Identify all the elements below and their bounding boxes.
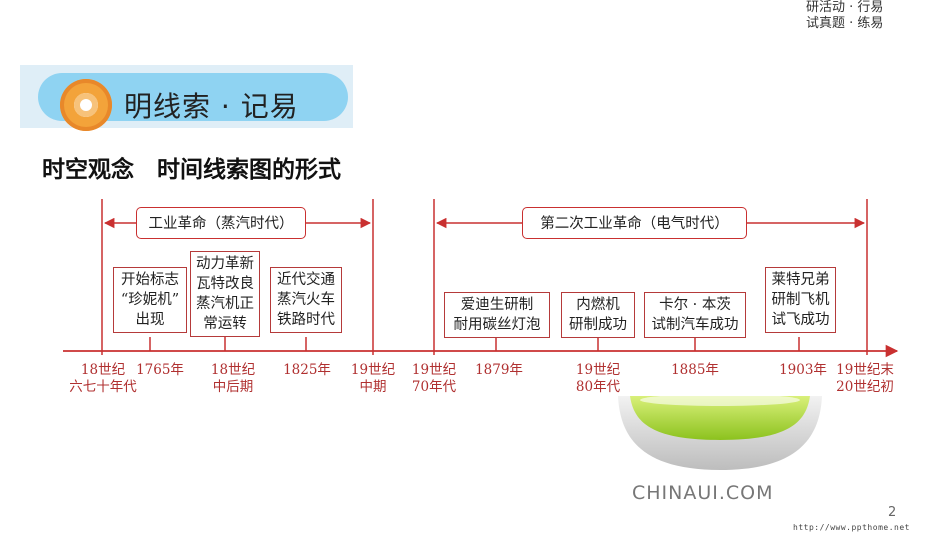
tick-label: 1903年 xyxy=(779,362,827,378)
event-box: 开始标志“珍妮机”出现 xyxy=(113,267,187,333)
tick-label: 1825年 xyxy=(283,362,331,378)
timeline-figure: 工业革命（蒸汽时代） 第二次工业革命（电气时代） 开始标志“珍妮机”出现 动力革… xyxy=(63,199,899,396)
decorative-disc-graphic xyxy=(618,396,822,470)
tick-label: 1885年 xyxy=(671,362,719,378)
event-box: 近代交通蒸汽火车铁路时代 xyxy=(270,267,342,333)
nav-link-activities[interactable]: 研活动 · 行易 xyxy=(806,0,884,15)
target-icon xyxy=(60,79,112,131)
banner-title: 明线索 · 记易 xyxy=(124,90,299,123)
watermark-url: http://www.ppthome.net xyxy=(793,523,910,532)
event-box: 爱迪生研制耐用碳丝灯泡 xyxy=(444,292,550,338)
event-box: 莱特兄弟研制飞机试飞成功 xyxy=(765,267,836,333)
banner-pill: 明线索 · 记易 xyxy=(38,73,348,131)
event-box: 内燃机研制成功 xyxy=(561,292,635,338)
tick-label: 19世纪中期 xyxy=(350,362,396,395)
timeline-lines xyxy=(63,199,899,358)
slide-subtitle: 时空观念 时间线索图的形式 xyxy=(42,157,341,183)
tick-label: 18世纪中后期 xyxy=(210,362,256,395)
site-logo: CHINAUI.COM xyxy=(632,482,774,504)
top-right-nav: 研活动 · 行易 试真题 · 练易 xyxy=(806,0,946,31)
event-box: 卡尔 · 本茨试制汽车成功 xyxy=(644,292,746,338)
section-banner: 明线索 · 记易 xyxy=(20,65,353,131)
tick-label: 1765年 xyxy=(136,362,184,378)
era-label-industrial: 工业革命（蒸汽时代） xyxy=(136,207,306,239)
page-number: 2 xyxy=(888,505,897,520)
nav-link-exam-practice[interactable]: 试真题 · 练易 xyxy=(806,15,884,31)
event-box: 动力革新瓦特改良蒸汽机正常运转 xyxy=(190,251,260,337)
tick-label: 1879年 xyxy=(475,362,523,378)
tick-label: 18世纪六七十年代 xyxy=(69,362,137,395)
era-label-electric: 第二次工业革命（电气时代） xyxy=(522,207,747,239)
